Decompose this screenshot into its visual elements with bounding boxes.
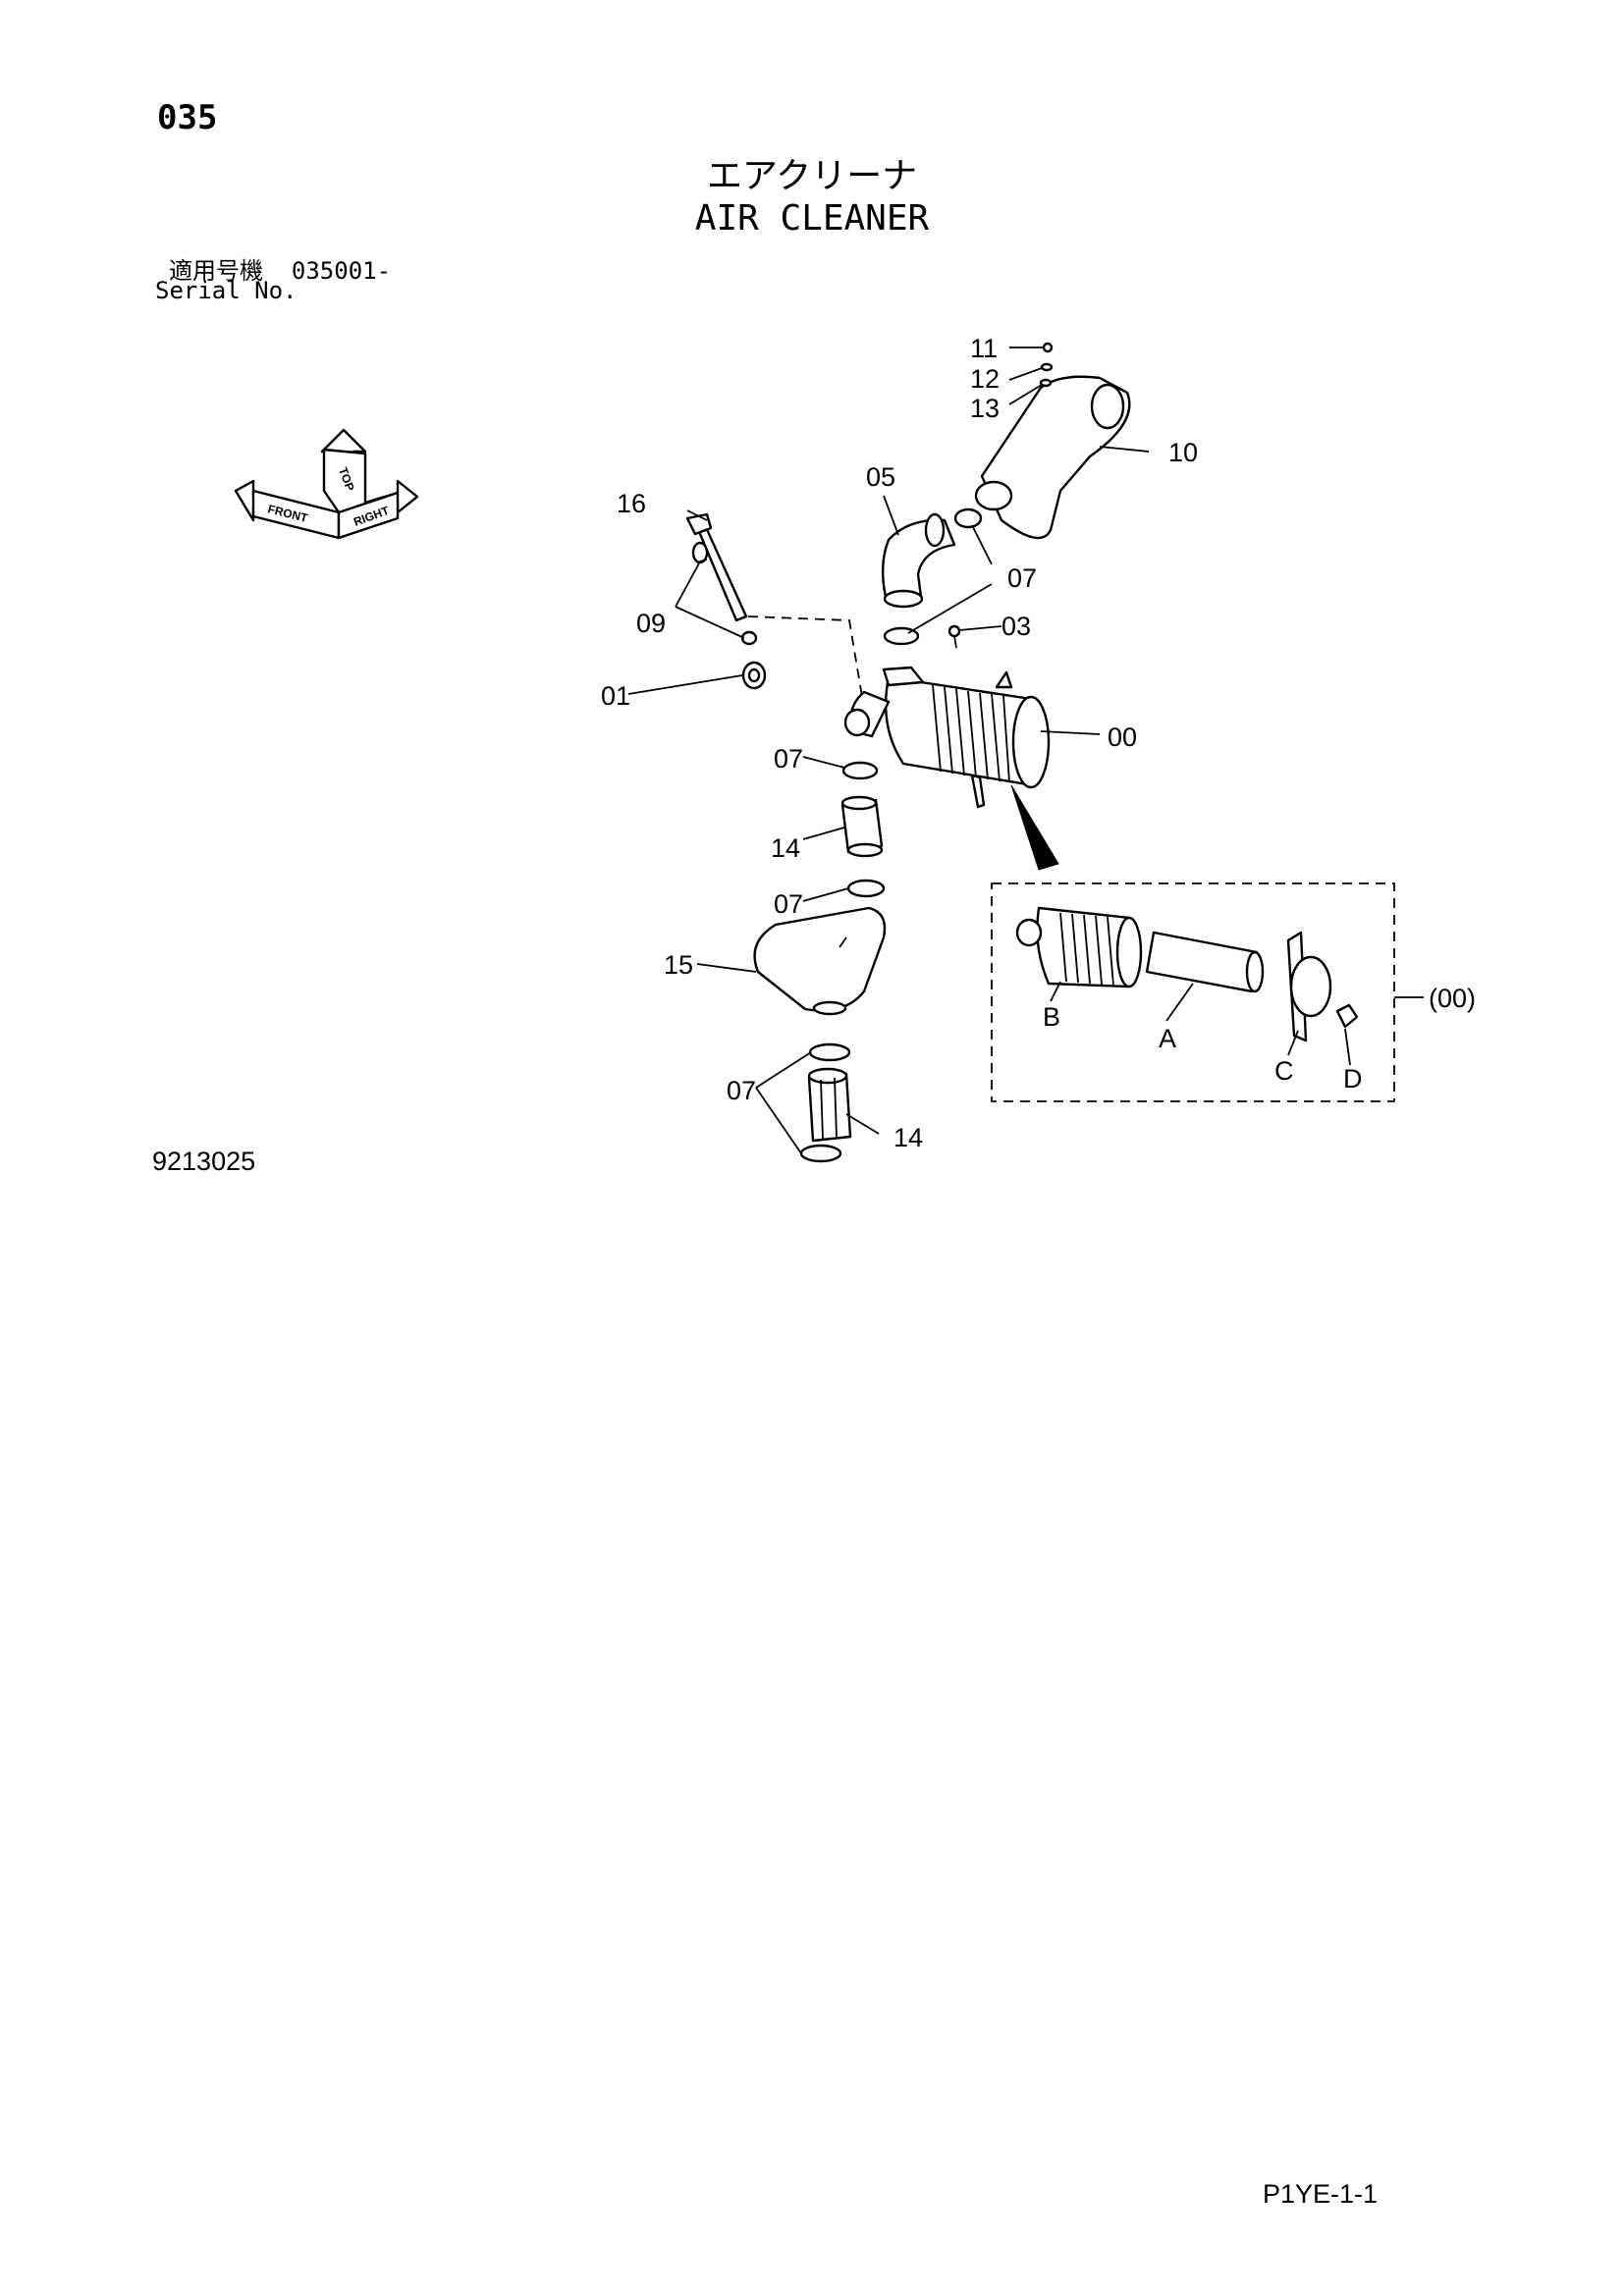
- serial-range-japanese: 適用号機 035001-: [169, 251, 391, 286]
- elbow-05-top: [924, 512, 946, 548]
- callout-16: 16: [617, 489, 646, 518]
- hose-16-body: [693, 520, 748, 622]
- part-01-cap: [741, 661, 767, 690]
- callout-00: 00: [1108, 722, 1137, 752]
- hose-14-lower-top: [807, 1067, 848, 1085]
- duct-10-inlet: [974, 480, 1013, 511]
- hose-connection-dashed: [747, 615, 863, 698]
- callout-01: 01: [601, 681, 630, 711]
- clamp-07-under-cleaner: [841, 761, 879, 780]
- leader-lines: [627, 347, 1424, 1154]
- bolt-11: [1042, 342, 1054, 353]
- cover-C-cap: [1289, 955, 1332, 1018]
- hose-14-upper-top: [840, 795, 878, 811]
- air-cleaner-inlet-port: [843, 708, 871, 737]
- clamp-09-lower: [740, 630, 758, 646]
- parts-11-12-13-fasteners: [1039, 342, 1054, 388]
- callout-03: 03: [1001, 612, 1031, 641]
- callout-A: A: [1159, 1024, 1176, 1053]
- callout-12: 12: [970, 364, 1000, 394]
- part-05-elbow: [881, 512, 956, 609]
- part-15-precleaner: [753, 906, 887, 1016]
- part-10-duct: [974, 375, 1131, 540]
- hose-14-upper-bottom: [846, 842, 884, 858]
- part-07-clamp-lower: [846, 879, 886, 898]
- sheet-code: P1YE-1-1: [1263, 2179, 1379, 2209]
- orientation-cube-side: [337, 491, 400, 540]
- cap-01-inner: [747, 667, 761, 683]
- callout-11: 11: [970, 334, 998, 363]
- detail-pointer: [1010, 784, 1059, 871]
- air-cleaner-bracket: [970, 774, 986, 809]
- housing-B-inlet: [1015, 918, 1043, 947]
- part-14-hose-upper: [840, 795, 884, 858]
- air-cleaner-bracket-top: [995, 670, 1013, 689]
- diagram-code: 9213025: [152, 1147, 256, 1176]
- callout-detail-00: (00): [1429, 984, 1476, 1013]
- title-japanese: エアクリーナ: [706, 156, 918, 196]
- callout-07-top: 07: [1007, 563, 1037, 593]
- elbow-05-end: [883, 589, 924, 609]
- callout-15: 15: [664, 950, 693, 980]
- air-cleaner-end-cap: [1011, 695, 1051, 789]
- callout-14-upper: 14: [771, 833, 800, 863]
- callout-05: 05: [866, 462, 895, 492]
- precleaner-15-outlet: [812, 1000, 847, 1016]
- hose-14-lower-body: [807, 1072, 852, 1143]
- callout-07-lower: 07: [774, 889, 803, 919]
- detail-part-C-cover: [1286, 931, 1332, 1042]
- callout-07-bottom: 07: [727, 1076, 756, 1105]
- callout-C: C: [1274, 1056, 1294, 1086]
- air-cleaner-top-plate: [882, 666, 925, 687]
- serial-label-english: Serial No.: [155, 277, 298, 304]
- callout-14-lower: 14: [893, 1123, 923, 1152]
- nut-13: [1039, 378, 1053, 388]
- callout-10: 10: [1168, 438, 1198, 467]
- precleaner-15-body: [753, 906, 887, 1012]
- duct-10-outlet: [1090, 383, 1125, 430]
- detail-part-B-housing: [1015, 906, 1143, 988]
- bolt-03-head: [947, 624, 961, 638]
- callout-09: 09: [636, 609, 666, 638]
- valve-D: [1335, 1003, 1359, 1029]
- callout-B: B: [1043, 1002, 1060, 1032]
- orientation-icon: TOP FRONT RIGHT: [234, 428, 419, 540]
- washer-12: [1040, 362, 1054, 372]
- callout-D: D: [1343, 1064, 1363, 1094]
- detail-box: [991, 882, 1395, 1102]
- part-03-bolt: [947, 624, 961, 649]
- title-english: AIR CLEANER: [694, 198, 930, 239]
- serial-value: 035001-: [291, 257, 392, 285]
- detail-part-D-valve: [1335, 1003, 1359, 1029]
- clamp-07-bottom-lower: [799, 1144, 842, 1163]
- part-07-clamp-under-cleaner: [841, 761, 879, 780]
- element-A-end: [1245, 950, 1265, 993]
- housing-B-end: [1115, 916, 1143, 988]
- clamp-07-upper: [953, 507, 983, 529]
- clamp-07-bottom-upper: [808, 1042, 851, 1062]
- serial-label-jp: 適用号機: [169, 257, 263, 285]
- clamp-07-lower: [846, 879, 886, 898]
- page-number: 035: [157, 98, 218, 137]
- element-A-body: [1145, 931, 1259, 993]
- detail-part-A-element: [1145, 931, 1265, 993]
- part-00-air-cleaner: [843, 666, 1051, 809]
- part-16-hose: [685, 512, 748, 622]
- callout-07-mid: 07: [774, 744, 803, 774]
- part-14-hose-lower: [807, 1067, 852, 1143]
- callout-13: 13: [970, 394, 1000, 423]
